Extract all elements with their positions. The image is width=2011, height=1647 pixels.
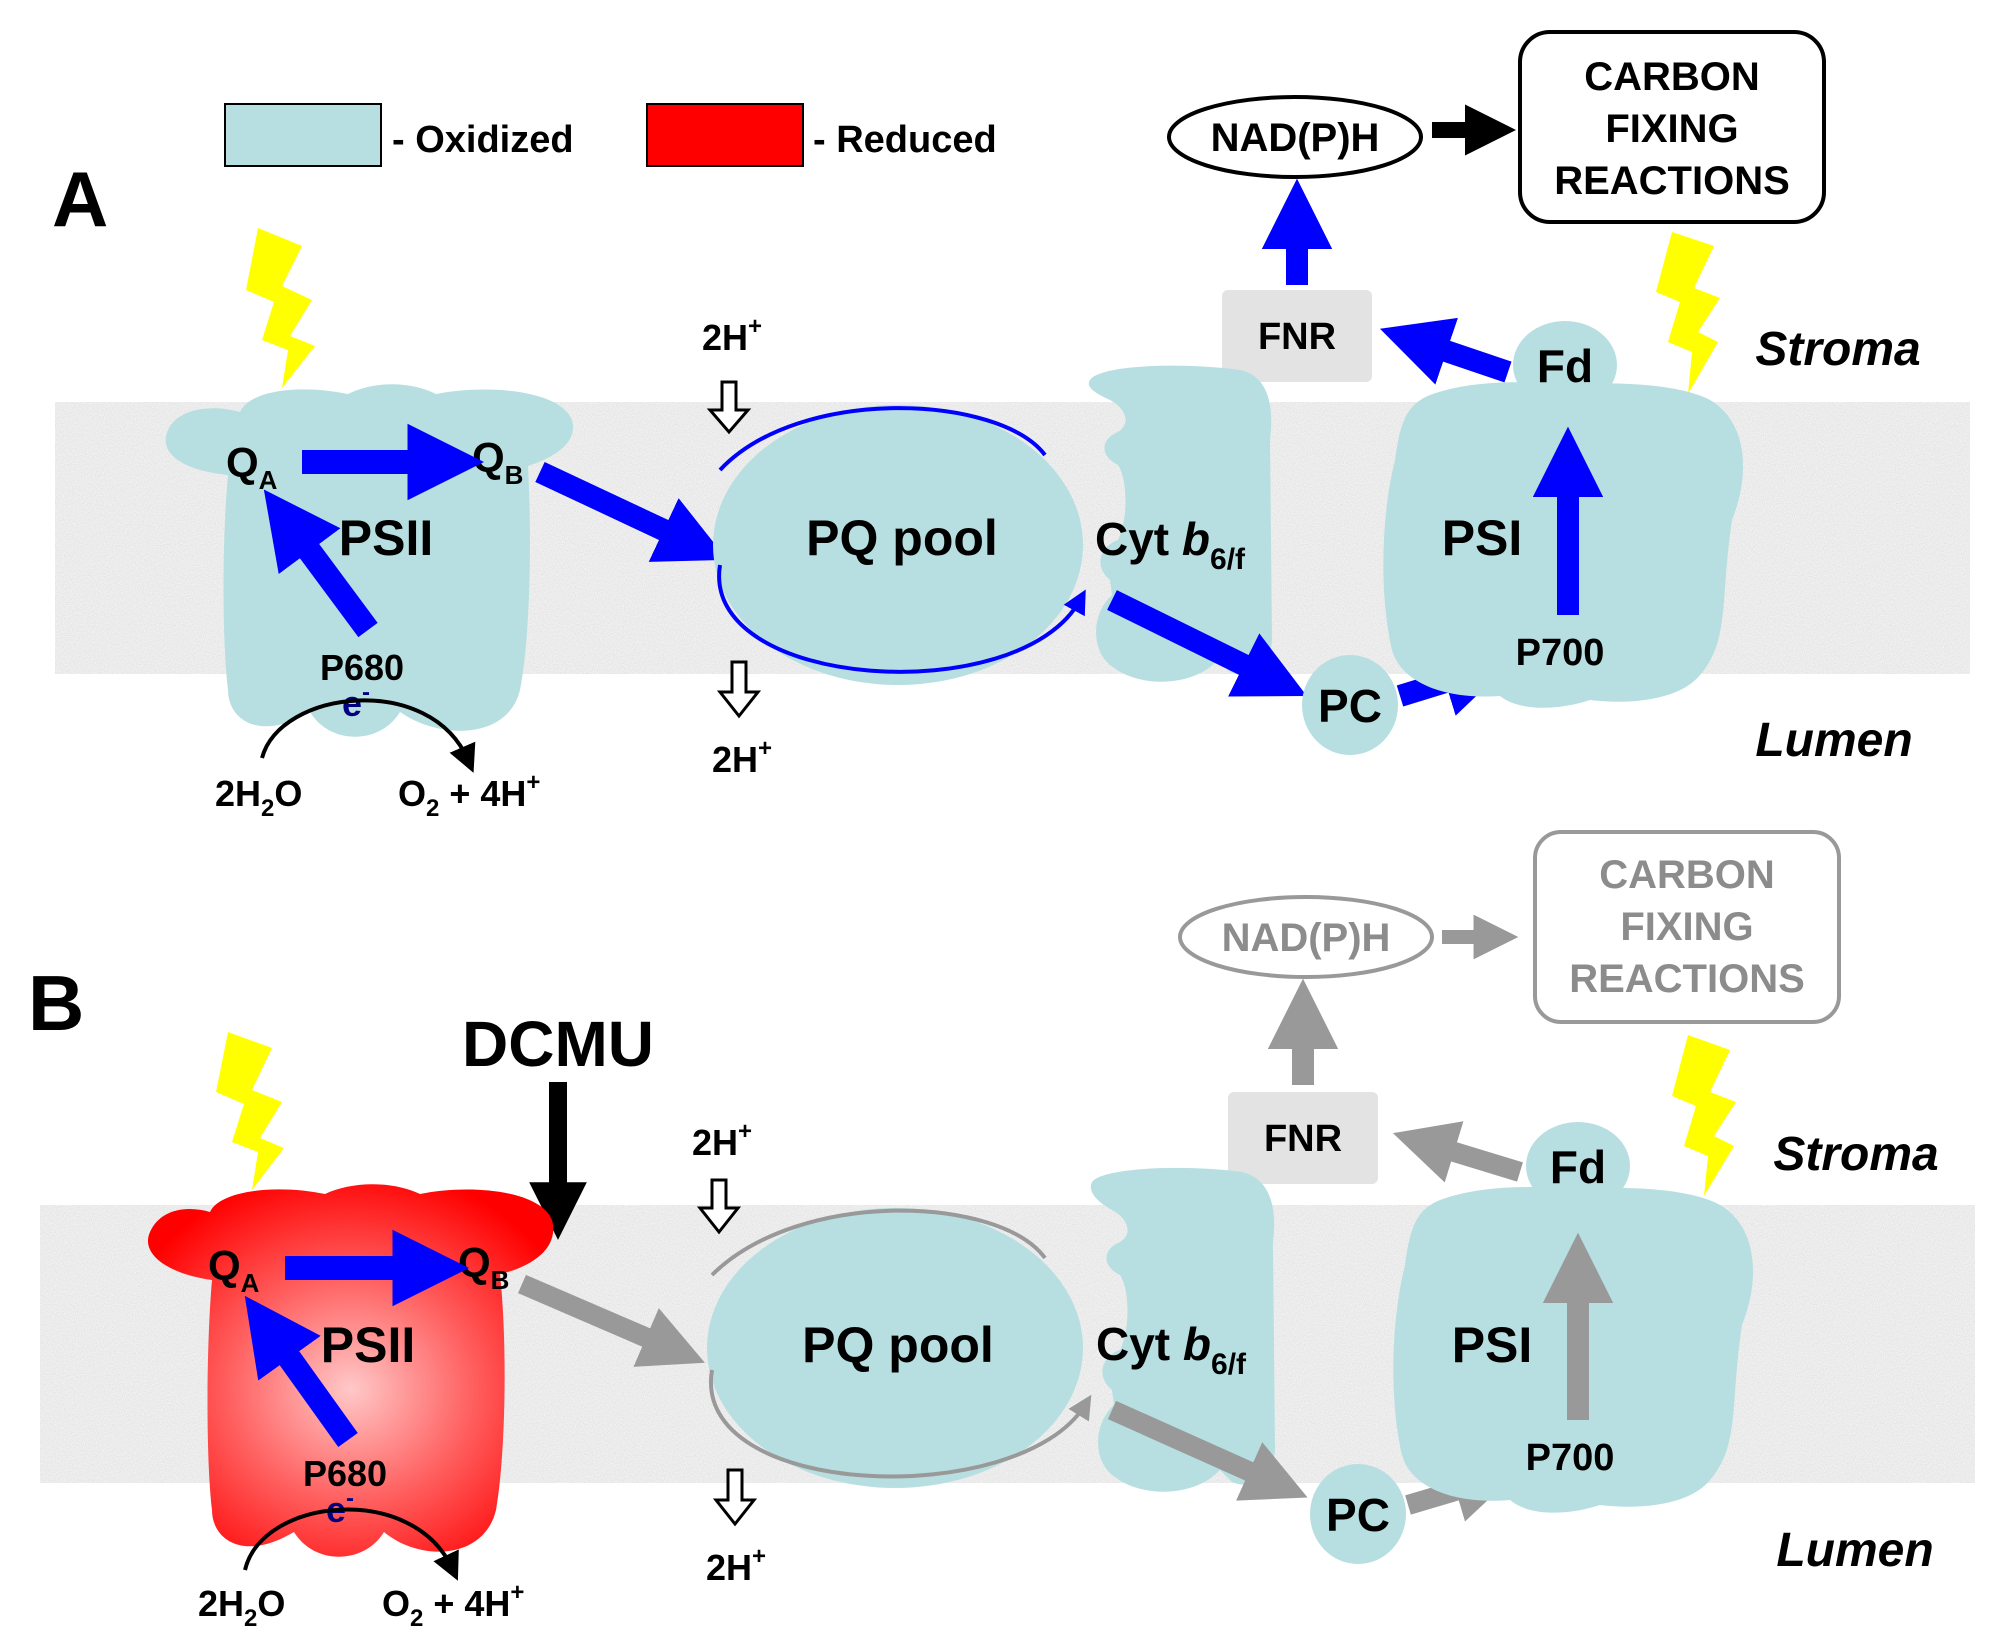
p680-to-qa-arrow: [244, 1295, 358, 1447]
lightning-icon: [1656, 232, 1720, 394]
cyt-to-pc-arrow: [1107, 590, 1307, 697]
lightning-icon: [1672, 1035, 1736, 1196]
pq-pool: [713, 405, 1083, 685]
proton-release-arrow: [712, 1468, 758, 1527]
panel-b-label: B: [28, 959, 84, 1047]
pq-pool-label: PQ pool: [806, 510, 998, 566]
cyt-b6f-label: Cyt b6/f: [1095, 513, 1246, 576]
qb-to-pq-arrow: [518, 1274, 705, 1367]
plastocyanin: [1310, 1464, 1406, 1564]
carbon-fixing-line-1: CARBON: [1599, 853, 1775, 897]
carbon-fixing-box: [1533, 830, 1841, 1024]
pc-label: PC: [1318, 680, 1382, 732]
carbon-fixing-line-2: FIXING: [1605, 107, 1738, 151]
qa-label: QA: [226, 439, 278, 495]
lumen-label: Lumen: [1776, 1524, 1933, 1577]
lightning-icon: [246, 228, 315, 388]
legend-reduced-swatch: [646, 103, 804, 167]
qa-label: QA: [208, 1242, 260, 1298]
dcmu-label: DCMU: [462, 1008, 654, 1080]
psii-label: PSII: [339, 510, 433, 566]
pq-pool-label: PQ pool: [802, 1317, 994, 1373]
proton-release-arrow: [716, 660, 762, 719]
legend: - Oxidized - Reduced: [224, 103, 997, 167]
psii-label: PSII: [321, 1317, 415, 1373]
water-label: 2H2O: [198, 1583, 285, 1632]
stroma-label: Stroma: [1755, 323, 1920, 376]
fnr-label: FNR: [1264, 1118, 1342, 1160]
carbon-fixing-line-1: CARBON: [1584, 55, 1760, 99]
proton-uptake-arrow: [706, 380, 752, 435]
cyt-b6f-label: Cyt b6/f: [1096, 1318, 1247, 1381]
ferredoxin: [1513, 321, 1617, 409]
p700-label: P700: [1516, 632, 1605, 674]
water-splitting-arrow: [260, 698, 476, 773]
p680-to-qa-arrow: [263, 489, 378, 638]
legend-oxidized-label: - Oxidized: [392, 119, 574, 161]
legend-reduced-label: - Reduced: [813, 119, 997, 161]
lightning-icon: [216, 1032, 284, 1190]
carbon-fixing-line-3: REACTIONS: [1554, 159, 1790, 203]
oxygen-label: O2 + 4H+: [382, 1579, 524, 1632]
p680-label: P680: [303, 1453, 387, 1494]
p700-label: P700: [1526, 1437, 1615, 1479]
water-label: 2H2O: [215, 773, 302, 822]
fd-label: Fd: [1537, 340, 1593, 392]
fnr-box: [1222, 290, 1372, 382]
ferredoxin: [1526, 1122, 1630, 1210]
carbon-fixing-line-3: REACTIONS: [1569, 957, 1805, 1001]
fnr-box: [1228, 1092, 1378, 1184]
proton-release-label: 2H+: [706, 1543, 766, 1588]
pq-reduction-loop: [710, 1208, 1047, 1277]
carbon-fixing-line-2: FIXING: [1620, 905, 1753, 949]
q-cycle-loop: [709, 1369, 1092, 1479]
p680-label: P680: [320, 647, 404, 688]
fnr-label: FNR: [1258, 316, 1336, 358]
water-splitting-arrow: [243, 1507, 459, 1581]
fd-label: Fd: [1550, 1141, 1606, 1193]
plastocyanin: [1302, 655, 1398, 755]
q-cycle-loop: [717, 564, 1086, 674]
proton-uptake-label: 2H+: [702, 313, 762, 358]
psi-label: PSI: [1442, 510, 1523, 566]
qb-to-pq-arrow: [535, 462, 728, 562]
electron-label: e-: [342, 679, 370, 724]
fd-to-fnr-arrow: [1392, 1121, 1523, 1183]
psi-label: PSI: [1452, 1317, 1533, 1373]
cyt-to-pc-arrow: [1107, 1400, 1308, 1501]
panel-a: A NAD(P)H CARBON FIXING REACTIONS FNR PS…: [52, 30, 1970, 822]
panel-b: B NAD(P)H CARBON FIXING REACTIONS FNR DC…: [28, 830, 1975, 1632]
oxygen-label: O2 + 4H+: [398, 769, 540, 822]
proton-uptake-arrow: [696, 1178, 742, 1235]
lumen-label: Lumen: [1755, 714, 1912, 767]
pq-reduction-loop: [718, 406, 1047, 472]
fd-to-fnr-arrow: [1379, 317, 1512, 385]
nadph-ellipse: [1167, 95, 1423, 179]
nadph-label: NAD(P)H: [1222, 916, 1391, 960]
carbon-fixing-box: [1518, 30, 1826, 224]
stroma-label: Stroma: [1773, 1128, 1938, 1181]
pq-pool: [707, 1208, 1083, 1488]
pc-label: PC: [1326, 1489, 1390, 1541]
proton-release-label: 2H+: [712, 735, 772, 780]
nadph-ellipse: [1178, 895, 1434, 979]
panel-a-label: A: [52, 155, 108, 243]
proton-uptake-label: 2H+: [692, 1118, 752, 1163]
legend-oxidized-swatch: [224, 103, 382, 167]
nadph-label: NAD(P)H: [1211, 116, 1380, 160]
